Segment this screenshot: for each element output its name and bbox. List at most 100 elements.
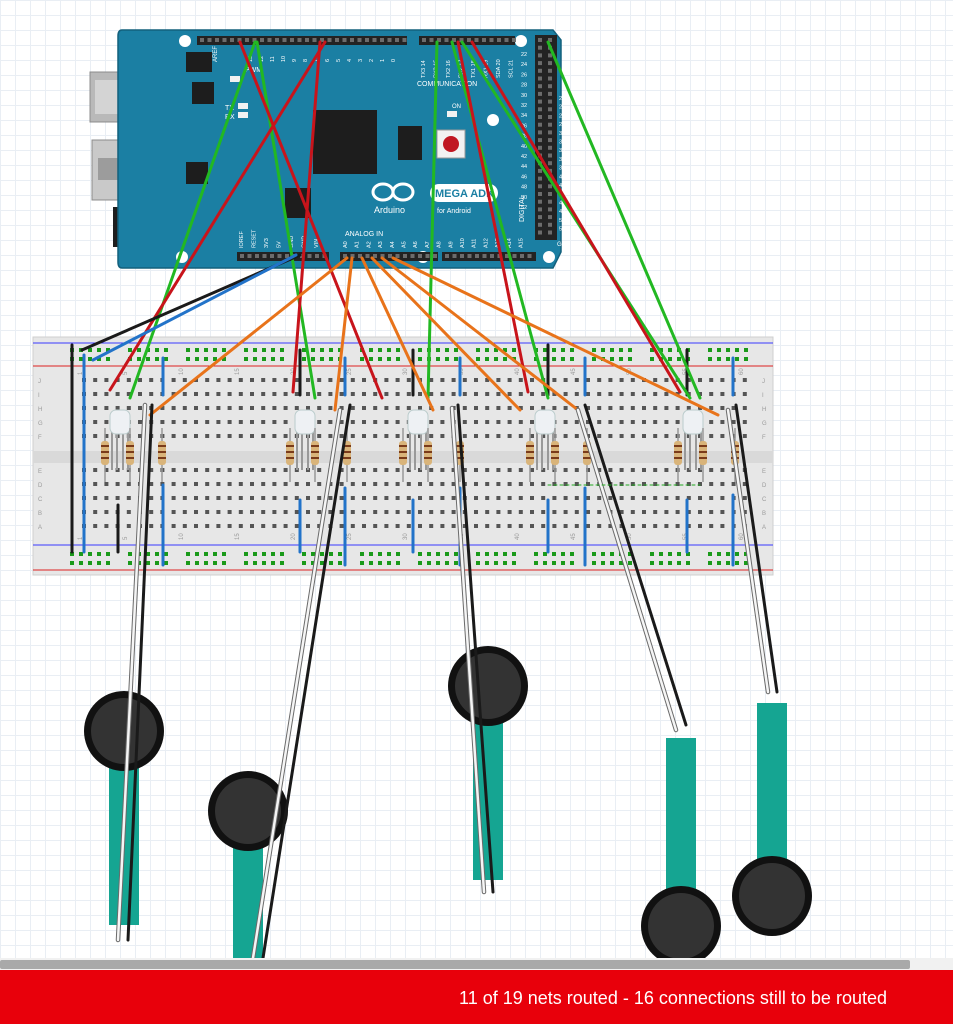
rail-hole[interactable] [311, 357, 315, 361]
breadboard-hole[interactable] [182, 496, 187, 500]
breadboard-hole[interactable] [384, 510, 389, 514]
breadboard-hole[interactable] [104, 406, 109, 410]
breadboard-hole[interactable] [541, 468, 546, 472]
rail-hole[interactable] [320, 348, 324, 352]
breadboard-hole[interactable] [563, 482, 568, 486]
header-pin[interactable] [538, 199, 542, 204]
rail-hole[interactable] [360, 357, 364, 361]
breadboard-hole[interactable] [149, 496, 154, 500]
breadboard-hole[interactable] [328, 406, 333, 410]
breadboard-hole[interactable] [261, 510, 266, 514]
blue-wire[interactable] [91, 253, 298, 362]
breadboard-hole[interactable] [182, 406, 187, 410]
breadboard-hole[interactable] [238, 524, 243, 528]
rail-hole[interactable] [619, 357, 623, 361]
rgb-led[interactable] [294, 409, 316, 435]
header-pin[interactable] [425, 254, 430, 258]
breadboard-hole[interactable] [362, 468, 366, 472]
breadboard-hole[interactable] [742, 482, 747, 486]
header-pin[interactable] [444, 38, 449, 42]
breadboard-hole[interactable] [619, 482, 624, 486]
breadboard-hole[interactable] [552, 524, 557, 528]
breadboard-hole[interactable] [642, 524, 646, 528]
rgb-led[interactable] [534, 409, 556, 435]
breadboard-hole[interactable] [530, 496, 534, 500]
header-pin[interactable] [548, 122, 552, 127]
header-pin[interactable] [538, 115, 542, 119]
breadboard-hole[interactable] [619, 392, 624, 396]
breadboard-hole[interactable] [261, 420, 266, 424]
breadboard-hole[interactable] [194, 434, 198, 438]
rail-hole[interactable] [552, 552, 556, 556]
rail-hole[interactable] [445, 348, 449, 352]
header-pin[interactable] [403, 254, 407, 258]
breadboard-hole[interactable] [317, 420, 322, 424]
rail-hole[interactable] [503, 561, 507, 565]
breadboard-hole[interactable] [205, 406, 210, 410]
breadboard-hole[interactable] [474, 468, 478, 472]
header-pin[interactable] [240, 254, 244, 258]
breadboard-hole[interactable] [619, 378, 624, 382]
breadboard-hole[interactable] [350, 482, 355, 486]
breadboard-hole[interactable] [496, 392, 501, 396]
breadboard-hole[interactable] [462, 468, 467, 472]
header-pin[interactable] [373, 254, 377, 258]
breadboard-hole[interactable] [339, 434, 344, 438]
rail-hole[interactable] [418, 561, 422, 565]
rail-hole[interactable] [744, 552, 748, 556]
breadboard-hole[interactable] [238, 482, 243, 486]
rail-hole[interactable] [222, 552, 226, 556]
header-pin[interactable] [445, 254, 449, 258]
breadboard-hole[interactable] [238, 420, 243, 424]
breadboard-hole[interactable] [451, 482, 456, 486]
breadboard-hole[interactable] [182, 482, 187, 486]
header-pin[interactable] [538, 192, 542, 196]
breadboard-hole[interactable] [642, 420, 646, 424]
breadboard-hole[interactable] [608, 468, 613, 472]
rail-hole[interactable] [396, 348, 400, 352]
breadboard-hole[interactable] [339, 420, 344, 424]
header-pin[interactable] [548, 153, 552, 158]
breadboard-hole[interactable] [485, 406, 490, 410]
header-pin[interactable] [512, 38, 516, 42]
breadboard-hole[interactable] [731, 420, 736, 424]
rail-hole[interactable] [668, 348, 672, 352]
breadboard-hole[interactable] [250, 392, 254, 396]
rgb-led-assembly[interactable] [286, 409, 351, 482]
breadboard-hole[interactable] [709, 392, 714, 396]
rail-hole[interactable] [717, 552, 721, 556]
rail-hole[interactable] [454, 357, 458, 361]
breadboard-hole[interactable] [485, 378, 490, 382]
header-pin[interactable] [290, 38, 294, 42]
breadboard-hole[interactable] [317, 392, 322, 396]
rail-hole[interactable] [619, 561, 623, 565]
breadboard-hole[interactable] [563, 392, 568, 396]
breadboard-hole[interactable] [205, 378, 210, 382]
rail-hole[interactable] [454, 552, 458, 556]
breadboard-hole[interactable] [698, 406, 702, 410]
breadboard-hole[interactable] [586, 420, 590, 424]
breadboard-hole[interactable] [418, 482, 422, 486]
breadboard-hole[interactable] [272, 378, 277, 382]
header-pin[interactable] [548, 68, 552, 73]
breadboard-hole[interactable] [608, 524, 613, 528]
breadboard-hole[interactable] [339, 510, 344, 514]
rail-hole[interactable] [155, 357, 159, 361]
breadboard-hole[interactable] [395, 510, 400, 514]
breadboard-hole[interactable] [362, 378, 366, 382]
breadboard-hole[interactable] [507, 468, 512, 472]
breadboard-hole[interactable] [440, 496, 445, 500]
header-pin[interactable] [358, 254, 362, 258]
header-pin[interactable] [548, 115, 552, 119]
breadboard-hole[interactable] [720, 482, 725, 486]
breadboard-hole[interactable] [160, 406, 165, 410]
breadboard-hole[interactable] [474, 510, 478, 514]
breadboard-hole[interactable] [216, 482, 221, 486]
fsr-3[interactable] [448, 646, 528, 880]
rail-hole[interactable] [610, 348, 614, 352]
breadboard-hole[interactable] [586, 406, 590, 410]
breadboard-hole[interactable] [653, 510, 658, 514]
breadboard-hole[interactable] [563, 510, 568, 514]
breadboard-hole[interactable] [742, 434, 747, 438]
breadboard-hole[interactable] [530, 434, 534, 438]
